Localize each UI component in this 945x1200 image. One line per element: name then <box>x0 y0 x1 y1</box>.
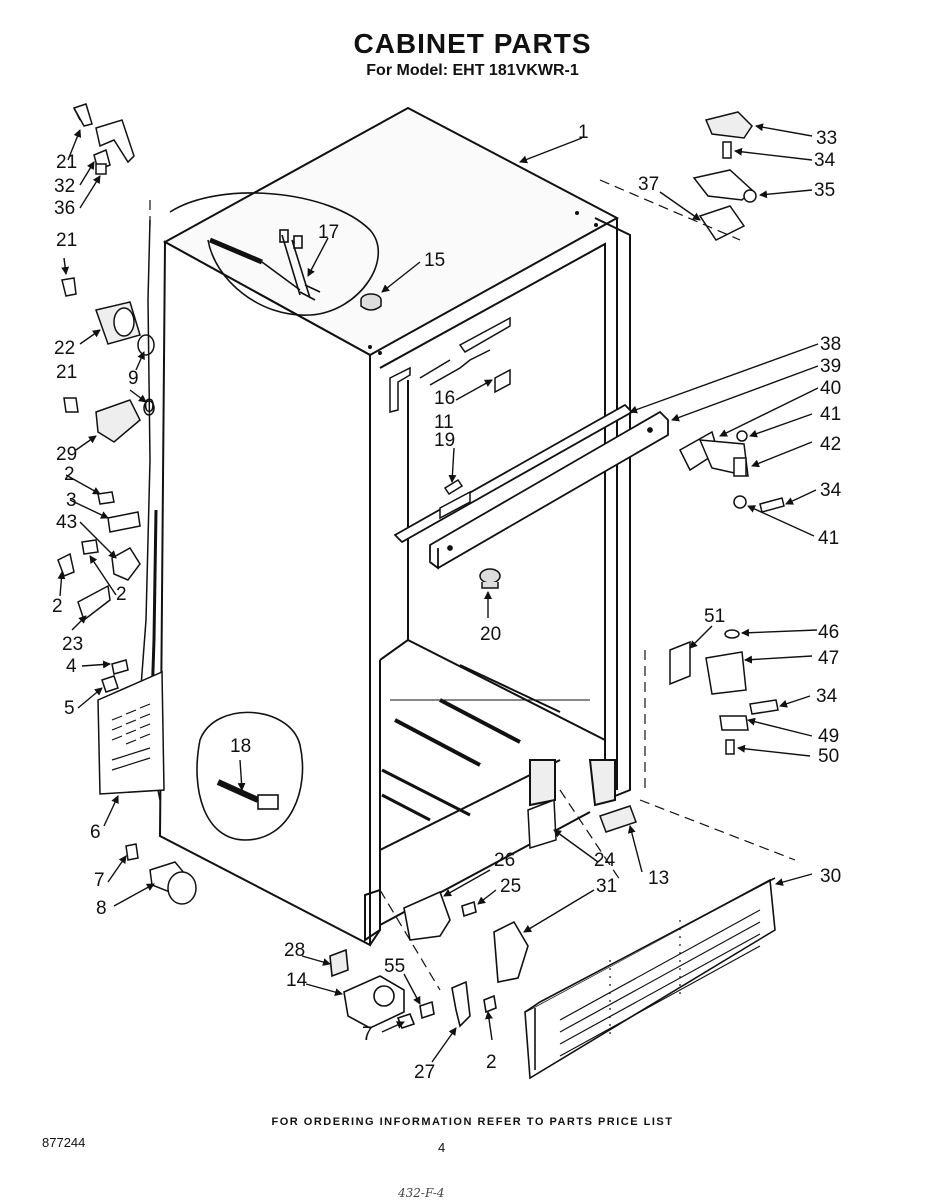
callout-18: 18 <box>230 736 251 757</box>
callout-8: 8 <box>96 898 107 919</box>
top-screws <box>368 211 598 355</box>
callout-20: 20 <box>480 624 501 645</box>
callout-38: 38 <box>820 334 841 355</box>
callout-2: 2 <box>64 464 75 485</box>
cabinet-parts-diagram: 1 2 2 2 2 3 4 5 6 7 7 8 9 11 13 14 15 16… <box>52 103 842 1083</box>
callout-36: 36 <box>54 198 75 219</box>
callout-22: 22 <box>54 338 75 359</box>
callout-32: 32 <box>54 176 75 197</box>
callout-2: 2 <box>116 584 127 605</box>
callout-21: 21 <box>56 152 77 173</box>
callout-27: 27 <box>414 1062 435 1083</box>
callout-33: 33 <box>816 128 837 149</box>
handwritten-note: 432-F-4 <box>398 1186 445 1200</box>
callout-17: 17 <box>318 222 339 243</box>
callout-29: 29 <box>56 444 77 465</box>
bottom-parts <box>329 877 776 1080</box>
callout-46: 46 <box>818 622 839 643</box>
callout-34: 34 <box>816 686 838 707</box>
callout-16: 16 <box>434 388 455 409</box>
callout-5: 5 <box>64 698 75 719</box>
dashed-guides <box>149 179 796 991</box>
callout-55: 55 <box>384 956 405 977</box>
callout-3: 3 <box>66 490 77 511</box>
callout-7: 7 <box>94 870 105 891</box>
callout-26: 26 <box>494 850 515 871</box>
callout-9: 9 <box>128 368 139 389</box>
callout-31: 31 <box>596 876 617 897</box>
callout-6: 6 <box>90 822 101 843</box>
callout-39: 39 <box>820 356 841 377</box>
leader-lines <box>57 107 819 1063</box>
callout-49: 49 <box>818 726 839 747</box>
callout-47: 47 <box>818 648 839 669</box>
callout-1: 1 <box>578 122 589 143</box>
callout-40: 40 <box>820 378 841 399</box>
callout-2: 2 <box>52 596 63 617</box>
callout-24: 24 <box>594 850 616 871</box>
right-hardware <box>527 111 785 849</box>
callout-50: 50 <box>818 746 839 767</box>
callout-13: 13 <box>648 868 669 889</box>
wiring-harness-17 <box>169 192 380 316</box>
callout-28: 28 <box>284 940 305 961</box>
ordering-note: FOR ORDERING INFORMATION REFER TO PARTS … <box>271 1116 674 1128</box>
callout-51: 51 <box>704 606 725 627</box>
cabinet-body <box>158 106 631 947</box>
callout-2: 2 <box>486 1052 497 1073</box>
button-plug-20 <box>479 568 501 589</box>
page-title: CABINET PARTS <box>353 28 592 59</box>
plug-15 <box>360 293 382 311</box>
callout-41: 41 <box>818 528 839 549</box>
callout-35: 35 <box>814 180 835 201</box>
callout-4: 4 <box>66 656 77 677</box>
callout-19: 19 <box>434 430 455 451</box>
callout-7: 7 <box>362 1024 373 1045</box>
inset-18 <box>196 711 304 841</box>
callout-37: 37 <box>638 174 659 195</box>
callout-34: 34 <box>814 150 836 171</box>
callout-0: 0 <box>144 396 155 417</box>
callout-21: 21 <box>56 362 77 383</box>
callout-labels: 1 2 2 2 2 3 4 5 6 7 7 8 9 11 13 14 15 16… <box>52 122 842 1083</box>
callout-34: 34 <box>820 480 842 501</box>
callout-41: 41 <box>820 404 841 425</box>
callout-30: 30 <box>820 866 841 887</box>
callout-43: 43 <box>56 512 77 533</box>
callout-42: 42 <box>820 434 841 455</box>
left-hardware <box>57 103 197 905</box>
page-number: 4 <box>438 1140 446 1155</box>
callout-11: 11 <box>434 412 454 433</box>
callout-14: 14 <box>286 970 308 991</box>
document-number: 877244 <box>42 1135 86 1150</box>
liner-parts-16-11 <box>389 316 511 413</box>
callout-21: 21 <box>56 230 77 251</box>
callout-23: 23 <box>62 634 83 655</box>
model-subtitle: For Model: EHT 181VKWR-1 <box>366 62 579 79</box>
callout-15: 15 <box>424 250 445 271</box>
callout-25: 25 <box>500 876 521 897</box>
